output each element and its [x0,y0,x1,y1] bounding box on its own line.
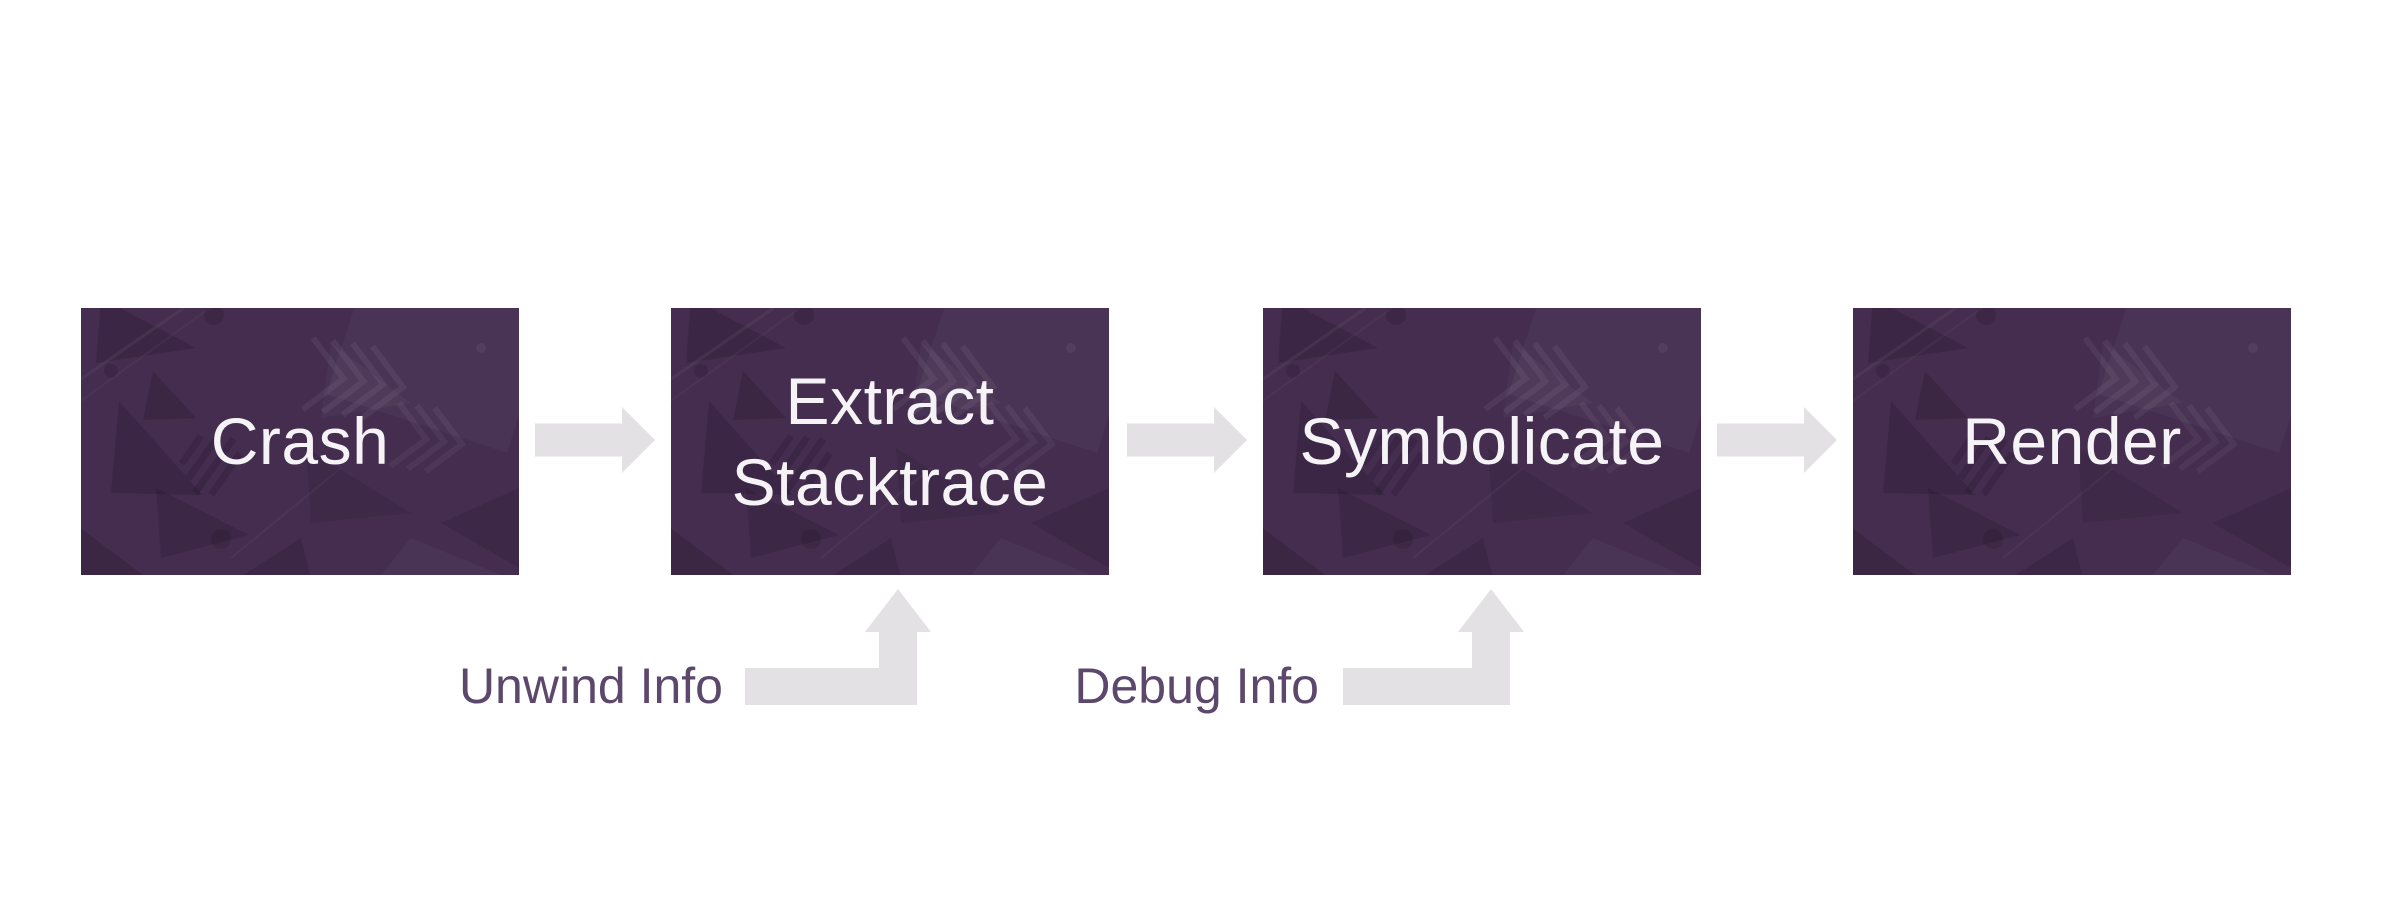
arrow-unwind-info-to-extract-stacktrace [745,589,931,705]
arrow-crash-to-extract-stacktrace [535,407,655,473]
arrow-symbolicate-to-render [1717,407,1837,473]
node-crash: Crash [81,308,519,575]
node-symbolicate: Symbolicate [1263,308,1701,575]
node-symbolicate-label: Symbolicate [1263,308,1701,575]
node-crash-label: Crash [81,308,519,575]
node-extract-stacktrace-text: Extract [785,363,995,438]
node-extract-stacktrace: Extract Stacktrace [671,308,1109,575]
node-extract-stacktrace-label: Extract Stacktrace [671,308,1109,575]
node-crash-text: Crash [210,404,390,478]
label-unwind-info: Unwind Info [458,658,723,714]
arrow-extract-stacktrace-to-symbolicate [1127,407,1247,473]
label-debug-info: Debug Info [1074,658,1319,714]
node-render-label: Render [1853,308,2291,575]
node-render-text: Render [1962,404,2182,478]
node-render: Render [1853,308,2291,575]
arrow-debug-info-to-symbolicate [1343,589,1524,705]
node-symbolicate-text: Symbolicate [1299,404,1665,478]
node-extract-stacktrace-text-line2: Stacktrace [731,444,1049,519]
